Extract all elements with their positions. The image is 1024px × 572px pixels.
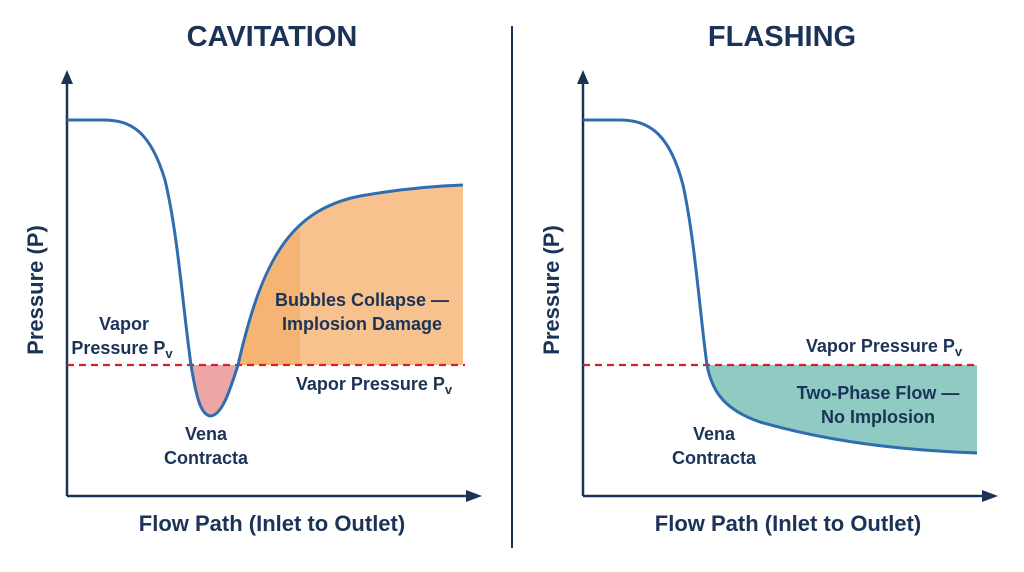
flashing-x-axis-label: Flow Path (Inlet to Outlet) xyxy=(655,511,921,536)
bubble-collapse-label-line1: Bubbles Collapse — xyxy=(275,290,449,310)
cavitation-x-axis-arrowhead xyxy=(466,490,482,502)
flashing-pressure-curve xyxy=(583,118,978,455)
two-phase-flow-label-line2: No Implosion xyxy=(821,407,935,427)
flashing-x-axis-arrowhead xyxy=(982,490,998,502)
cavitation-vapor-label-right: Vapor Pressure Pv xyxy=(296,374,453,397)
cavitation-x-axis-label: Flow Path (Inlet to Outlet) xyxy=(139,511,405,536)
cavitation-vena-contracta-line1: Vena xyxy=(185,424,228,444)
vapor-subscript: v xyxy=(955,344,963,359)
cavitation-y-axis-arrowhead xyxy=(61,70,73,84)
cavitation-title: CAVITATION xyxy=(187,21,358,53)
two-phase-flow-label-line1: Two-Phase Flow — xyxy=(797,383,960,403)
vapor-subscript: v xyxy=(445,382,453,397)
bubble-collapse-label-line2: Implosion Damage xyxy=(282,314,442,334)
flashing-y-axis-label: Pressure (P) xyxy=(539,225,564,355)
flashing-vena-contracta-line1: Vena xyxy=(693,424,736,444)
flashing-panel: FLASHING Pressure (P) Flow Path (Inlet t… xyxy=(539,21,998,536)
two-phase-flow-region xyxy=(707,365,977,453)
vapor-subscript: v xyxy=(165,346,173,361)
flashing-vapor-label: Vapor Pressure Pv xyxy=(806,336,963,359)
flashing-vena-contracta-line2: Contracta xyxy=(672,448,757,468)
low-pressure-dip-region xyxy=(191,365,238,416)
flashing-title: FLASHING xyxy=(708,21,856,53)
cavitation-vapor-label-left-line1: Vapor xyxy=(99,314,149,334)
cavitation-y-axis-label: Pressure (P) xyxy=(23,225,48,355)
cavitation-panel: CAVITATION Pressure (P) Flow Path (Inlet… xyxy=(23,21,482,536)
cavitation-pressure-curve xyxy=(67,118,464,418)
cavitation-vapor-label-left-line2: Pressure Pv xyxy=(71,338,173,361)
flashing-y-axis-arrowhead xyxy=(577,70,589,84)
cavitation-vena-contracta-line2: Contracta xyxy=(164,448,249,468)
bubble-collapse-onset-band xyxy=(238,228,300,365)
